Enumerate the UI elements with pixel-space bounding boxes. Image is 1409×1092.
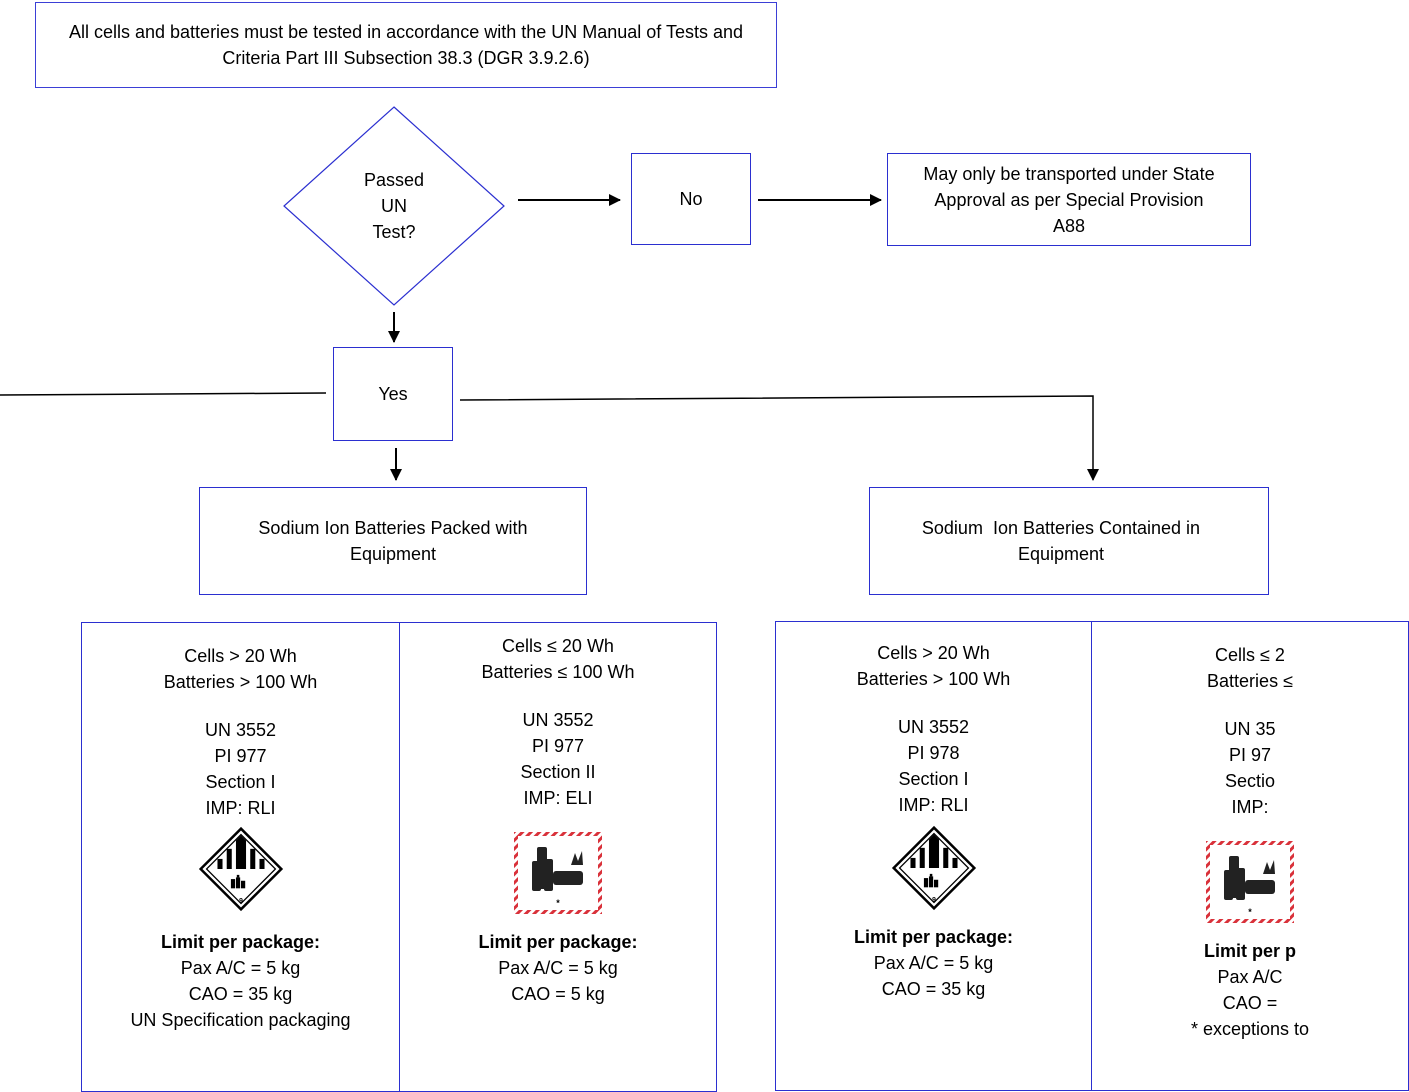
packed-with-equipment-text: Sodium Ion Batteries Packed with Equipme…	[258, 518, 528, 564]
left-branch-line	[0, 392, 327, 396]
limit-line: UN Specification packaging	[130, 1010, 351, 1030]
imp-code: IMP: RLI	[898, 795, 969, 815]
limit-line: Pax A/C = 5 kg	[180, 958, 301, 978]
column-packed-section-2: Cells ≤ 20 Wh Batteries ≤ 100 Wh UN 3552…	[399, 622, 717, 1092]
limit-line: CAO = 35 kg	[188, 984, 293, 1004]
criteria-line: Cells > 20 Wh	[184, 646, 297, 666]
column-contained-section-2: Cells ≤ 2 Batteries ≤ UN 35 PI 97 Sectio…	[1091, 621, 1409, 1091]
contained-in-equipment-text: Sodium Ion Batteries Contained in Equipm…	[921, 518, 1206, 564]
class-9-hazard-label-icon: 9	[82, 826, 399, 912]
imp-code: IMP: ELI	[523, 788, 593, 808]
svg-text:*: *	[556, 898, 560, 908]
connectors	[0, 106, 1099, 481]
limit-line: Pax A/C	[1217, 967, 1283, 987]
packing-instruction: PI 97	[1228, 745, 1272, 765]
state-approval-box: May only be transported under State Appr…	[887, 153, 1251, 246]
svg-text:9: 9	[932, 897, 936, 904]
imp-code: IMP: RLI	[205, 798, 276, 818]
criteria-line: Batteries ≤	[1207, 671, 1293, 691]
top-instruction-text: All cells and batteries must be tested i…	[68, 22, 744, 68]
limit-title: Limit per p	[1203, 941, 1296, 961]
section: Sectio	[1224, 771, 1276, 791]
right-branch-line	[459, 395, 1099, 481]
column-contained-section-1: Cells > 20 Wh Batteries > 100 Wh UN 3552…	[775, 621, 1092, 1091]
criteria-line: Cells > 20 Wh	[877, 643, 990, 663]
yes-label: Yes	[378, 384, 408, 404]
un-number: UN 35	[1224, 719, 1276, 739]
section: Section I	[898, 769, 969, 789]
limit-title: Limit per package:	[160, 932, 321, 952]
limit-line: CAO =	[1222, 993, 1278, 1013]
criteria-line: Batteries ≤ 100 Wh	[481, 662, 635, 682]
battery-handling-mark-icon: *	[1092, 840, 1408, 924]
un-number: UN 3552	[522, 710, 594, 730]
limit-line: * exceptions to	[1190, 1019, 1310, 1039]
packing-instruction: PI 977	[531, 736, 585, 756]
limit-line: CAO = 5 kg	[511, 984, 605, 1004]
battery-handling-mark-icon: *	[400, 831, 716, 915]
limit-line: Pax A/C = 5 kg	[498, 958, 618, 978]
un-number: UN 3552	[204, 720, 277, 740]
state-approval-text: May only be transported under State Appr…	[923, 163, 1215, 236]
yes-box: Yes	[333, 347, 453, 441]
no-label: No	[679, 189, 703, 209]
contained-in-equipment-box: Sodium Ion Batteries Contained in Equipm…	[869, 487, 1269, 595]
section: Section I	[205, 772, 276, 792]
criteria-line: Cells ≤ 20 Wh	[502, 636, 614, 656]
un-number: UN 3552	[897, 717, 970, 737]
no-box: No	[631, 153, 751, 245]
packed-with-equipment-box: Sodium Ion Batteries Packed with Equipme…	[199, 487, 587, 595]
column-contained-section-2-clip: Cells ≤ 2 Batteries ≤ UN 35 PI 97 Sectio…	[1091, 621, 1409, 1091]
imp-code: IMP:	[1231, 797, 1269, 817]
svg-text:9: 9	[239, 898, 243, 905]
criteria-line: Batteries > 100 Wh	[856, 669, 1011, 689]
column-packed-section-1: Cells > 20 Wh Batteries > 100 Wh UN 3552…	[81, 622, 400, 1092]
svg-text:*: *	[1248, 907, 1252, 917]
limit-title: Limit per package:	[478, 932, 638, 952]
section: Section II	[520, 762, 596, 782]
criteria-line: Cells ≤ 2	[1215, 645, 1285, 665]
limit-title: Limit per package:	[853, 927, 1014, 947]
class-9-hazard-label-icon: 9	[776, 825, 1091, 911]
decision-diamond	[283, 106, 505, 306]
criteria-line: Batteries > 100 Wh	[163, 672, 318, 692]
packing-instruction: PI 978	[907, 743, 960, 763]
limit-line: Pax A/C = 5 kg	[873, 953, 994, 973]
limit-line: CAO = 35 kg	[881, 979, 986, 999]
packing-instruction: PI 977	[214, 746, 267, 766]
decision-text: Passed UN Test?	[363, 170, 425, 242]
top-instruction-box: All cells and batteries must be tested i…	[35, 2, 777, 88]
